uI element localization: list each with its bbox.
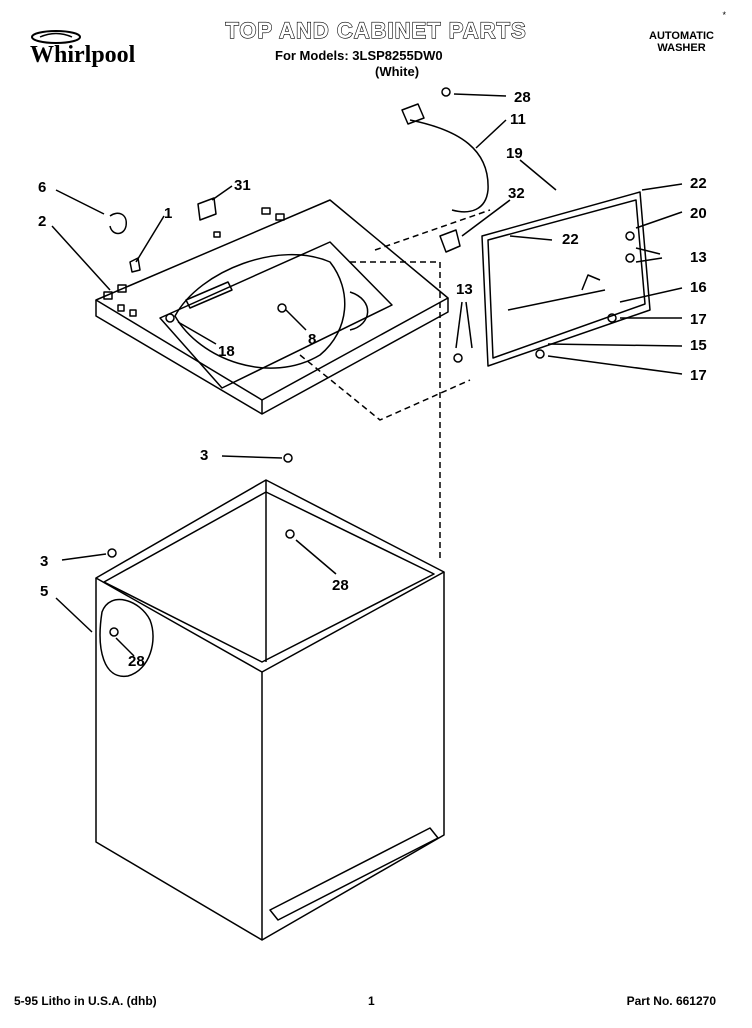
callout-15: 15 xyxy=(690,337,707,354)
part-18-spring xyxy=(165,313,175,323)
callout-5: 5 xyxy=(40,583,48,600)
assembly-guide-lines xyxy=(299,209,491,560)
callout-19: 19 xyxy=(506,145,523,162)
part-20-bumper xyxy=(625,231,635,241)
callout-32: 32 xyxy=(508,185,525,202)
washer-top-panel xyxy=(95,199,449,415)
part-17-upper-pad xyxy=(607,313,617,323)
asterisk-mark: * xyxy=(722,10,726,20)
callout-18: 18 xyxy=(218,343,235,360)
cord-plug xyxy=(401,103,425,125)
callout-28-cabinet: 28 xyxy=(332,577,349,594)
part-6-switch xyxy=(109,212,127,235)
product-line-2: WASHER xyxy=(657,42,706,54)
color-line: (White) xyxy=(375,64,420,79)
callout-20: 20 xyxy=(690,205,707,222)
callout-28-top: 28 xyxy=(514,89,531,106)
callout-22-upper: 22 xyxy=(690,175,707,192)
litho-note: 5-95 Litho in U.S.A. (dhb) xyxy=(14,994,157,1008)
leader-lines xyxy=(51,93,683,657)
part-13-upper-screw xyxy=(625,253,635,263)
product-type: AUTOMATIC WASHER xyxy=(649,30,714,54)
whirlpool-logo: Whirlpool xyxy=(28,28,158,72)
part-28-top-screw xyxy=(441,87,451,97)
part-28-side-screw xyxy=(109,627,119,637)
logo-mark: Whirlpool xyxy=(30,30,136,68)
washer-cabinet xyxy=(95,479,445,941)
callout-13-right: 13 xyxy=(690,249,707,266)
part-13-lower-screw xyxy=(453,353,463,363)
page-title: TOP AND CABINET PARTS xyxy=(225,17,527,43)
part-32-bracket xyxy=(439,229,461,253)
part-31-clip xyxy=(197,197,217,221)
part-number: Part No. 661270 xyxy=(626,994,716,1008)
callout-6: 6 xyxy=(38,179,46,196)
callout-8: 8 xyxy=(308,331,316,348)
part-1-screw xyxy=(129,257,141,273)
callout-28-side: 28 xyxy=(128,653,145,670)
part-17-lower-pad xyxy=(535,349,545,359)
part-28-cabinet-screw xyxy=(285,529,295,539)
callout-17-lower: 17 xyxy=(690,367,707,384)
page-number: 1 xyxy=(368,994,375,1008)
callout-11: 11 xyxy=(510,111,526,128)
product-line-1: AUTOMATIC xyxy=(649,30,714,42)
callout-2: 2 xyxy=(38,213,46,230)
callout-17-upper: 17 xyxy=(690,311,707,328)
callout-labels: 28 11 19 22 20 13 16 17 15 17 13 22 32 3… xyxy=(38,89,707,670)
brand-text: Whirlpool xyxy=(30,42,136,68)
callout-13-left: 13 xyxy=(456,281,473,298)
power-cord xyxy=(409,119,489,213)
callout-22-lower: 22 xyxy=(562,231,579,248)
callout-3-left: 3 xyxy=(40,553,48,570)
callout-1: 1 xyxy=(164,205,172,222)
callout-3-upper: 3 xyxy=(200,447,208,464)
callout-31: 31 xyxy=(234,177,251,194)
callout-16: 16 xyxy=(690,279,707,296)
part-3-left-clip xyxy=(107,548,117,558)
part-8-screw xyxy=(277,303,287,313)
part-3-upper-clip xyxy=(283,453,293,463)
model-line: For Models: 3LSP8255DW0 xyxy=(275,48,443,63)
lid-assembly xyxy=(481,191,651,367)
